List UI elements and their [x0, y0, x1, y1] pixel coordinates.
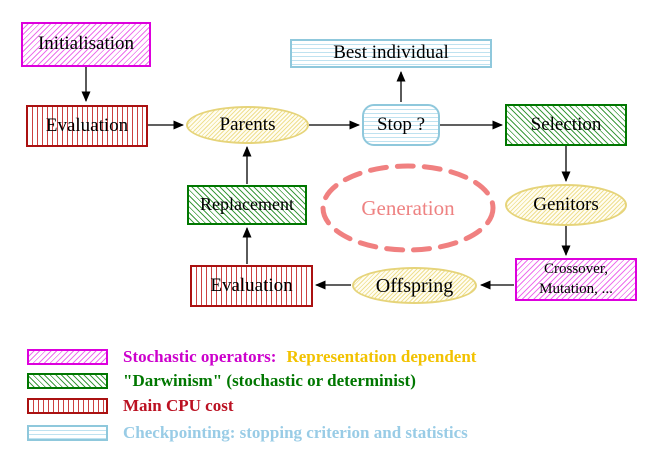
legend-text-darwinism: "Darwinism" (stochastic or determinist)	[123, 371, 416, 390]
legend-text-main-cpu-cost: Main CPU cost	[123, 396, 234, 415]
legend-swatch-darwinism	[27, 373, 108, 389]
node-crossover-mutation: Crossover, Mutation, ...	[515, 258, 637, 301]
generation-dashed-ellipse	[320, 163, 496, 253]
legend-swatch-stochastic-operators	[27, 349, 108, 365]
node-replacement: Replacement	[187, 185, 307, 225]
node-best-individual: Best individual	[290, 39, 492, 68]
crossover-line1: Crossover,	[544, 261, 608, 277]
legend-text-stochastic-operators: Stochastic operators:	[123, 347, 277, 366]
legend-swatch-checkpointing	[27, 425, 108, 441]
legend-label-stochastic-operators: Stochastic operators: Representation dep…	[123, 346, 476, 368]
generation-label: Generation	[361, 196, 455, 220]
node-evaluation-bottom: Evaluation	[190, 265, 313, 307]
legend-text-representation-dependent: Representation dependent	[286, 347, 477, 366]
node-stop: Stop ?	[362, 104, 440, 146]
node-offspring: Offspring	[352, 267, 477, 304]
legend-text-checkpointing: Checkpointing: stopping criterion and st…	[123, 423, 468, 442]
node-genitors: Genitors	[505, 184, 627, 226]
node-parents: Parents	[186, 106, 309, 144]
node-initialisation: Initialisation	[21, 22, 151, 67]
legend-swatch-main-cpu-cost	[27, 398, 108, 414]
node-evaluation-top: Evaluation	[26, 105, 148, 147]
node-selection: Selection	[505, 104, 627, 146]
crossover-line2: Mutation, ...	[539, 280, 613, 297]
